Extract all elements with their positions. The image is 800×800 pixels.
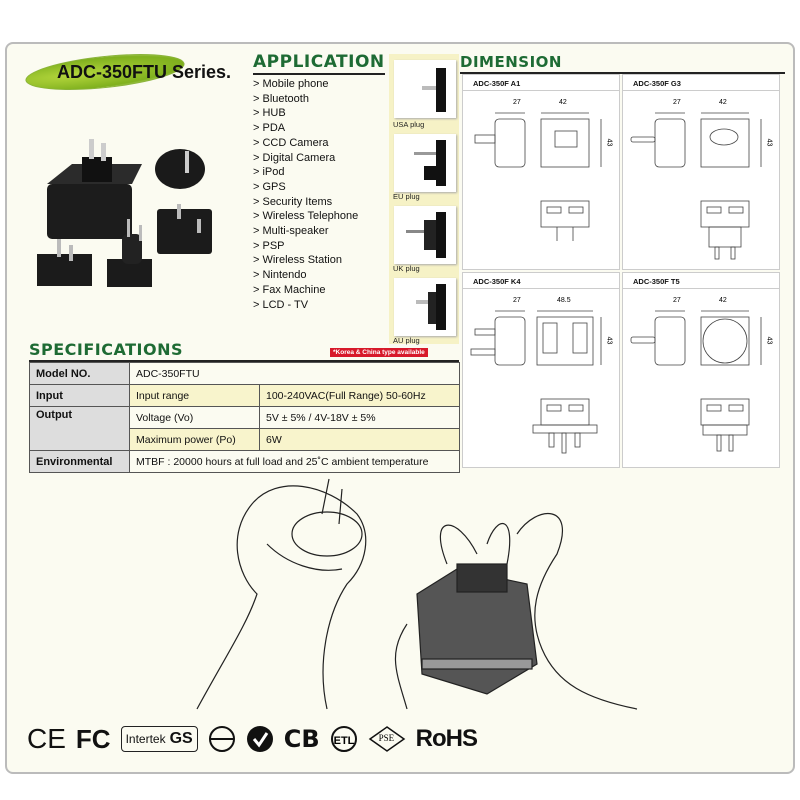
list-item: > Mobile phone bbox=[253, 78, 329, 90]
row-label: Input bbox=[29, 384, 130, 407]
model-label: ADC-350F A1 bbox=[463, 75, 619, 91]
series-title: ADC-350FTU Series. bbox=[23, 47, 231, 97]
height-label: 43 bbox=[605, 336, 613, 345]
cell-value: 5V ± 5% / 4V-18V ± 5% bbox=[259, 406, 460, 429]
depth-label: 27 bbox=[513, 99, 521, 106]
list-item: > HUB bbox=[253, 107, 286, 120]
model-label: ADC-350F K4 bbox=[463, 273, 619, 289]
specifications-heading: SPECIFICATIONS bbox=[29, 340, 459, 362]
usa-plug-image bbox=[394, 60, 456, 118]
dimension-box-k4: ADC-350F K4 27 48.5 43 bbox=[462, 272, 620, 468]
cb-mark: CB bbox=[283, 725, 320, 753]
list-item: > GPS bbox=[253, 180, 286, 193]
list-item: > LCD - TV bbox=[253, 298, 309, 311]
list-item: > Wireless Station bbox=[253, 254, 342, 267]
height-label: 43 bbox=[765, 336, 773, 345]
pse-text: PSE bbox=[378, 733, 395, 743]
depth-label: 27 bbox=[513, 297, 521, 304]
list-item: > Multi-speaker bbox=[253, 225, 329, 238]
list-item: > Security Items bbox=[253, 195, 333, 208]
width-label: 42 bbox=[559, 99, 567, 106]
plug-label: USA plug bbox=[393, 120, 425, 129]
eu-plug-image bbox=[394, 134, 456, 192]
cell-value: 6W bbox=[259, 428, 460, 451]
t5-drawing bbox=[630, 310, 762, 452]
row-label: Output bbox=[29, 406, 130, 451]
cell-label: Input range bbox=[129, 384, 260, 407]
dimension-box-t5: ADC-350F T5 27 42 43 bbox=[622, 272, 780, 468]
cell-value: ADC-350FTU bbox=[129, 362, 460, 385]
table-row: Model NO.ADC-350FTU bbox=[29, 362, 460, 385]
ce-mark: CE bbox=[27, 723, 66, 754]
width-label: 42 bbox=[719, 297, 727, 304]
gs-text: GS bbox=[169, 730, 193, 747]
application-list: > Mobile phone > Bluetooth > HUB > PDA >… bbox=[253, 77, 358, 312]
rohs-mark: RoHS bbox=[415, 725, 478, 752]
datasheet-frame: ADC-350FTU Series. APPLICATION > Mobile … bbox=[5, 42, 795, 774]
list-item: > Bluetooth bbox=[253, 92, 309, 105]
pse-mark: PSE bbox=[368, 725, 406, 753]
cell-label: Maximum power (Po) bbox=[129, 428, 260, 451]
fcc-mark: FC bbox=[75, 723, 111, 754]
height-label: 43 bbox=[605, 138, 613, 147]
a1-drawing bbox=[474, 112, 602, 241]
availability-badge: *Korea & China type available bbox=[330, 348, 428, 357]
cell-label: Voltage (Vo) bbox=[129, 406, 260, 429]
title-text: ADC-350FTU Series. bbox=[57, 62, 232, 82]
hands-illustration bbox=[196, 478, 638, 710]
width-label: 48.5 bbox=[557, 297, 571, 304]
table-row: Maximum power (Po)6W bbox=[30, 428, 460, 451]
au-plug-image bbox=[394, 278, 456, 336]
list-item: > CCD Camera bbox=[253, 136, 329, 149]
model-label: ADC-350F T5 bbox=[623, 273, 779, 289]
application-heading: APPLICATION bbox=[253, 52, 385, 75]
etl-mark-icon: ETL bbox=[330, 726, 357, 752]
c-tick-mark-icon bbox=[246, 726, 273, 752]
list-item: > PSP bbox=[253, 239, 285, 252]
list-item: > PDA bbox=[253, 122, 286, 135]
depth-label: 27 bbox=[673, 99, 681, 106]
intertek-text: Intertek bbox=[125, 732, 166, 746]
cell-value: 100-240VAC(Full Range) 50-60Hz bbox=[259, 384, 460, 407]
list-item: > Digital Camera bbox=[253, 151, 336, 164]
plug-label: UK plug bbox=[393, 264, 420, 273]
uk-plug-image bbox=[394, 206, 456, 264]
dimension-box-a1: ADC-350F A1 27 42 43 bbox=[462, 74, 620, 270]
adapter-product-photo bbox=[37, 139, 212, 287]
width-label: 42 bbox=[719, 99, 727, 106]
list-item: > iPod bbox=[253, 166, 285, 179]
k4-drawing bbox=[470, 310, 602, 454]
cell-value: MTBF : 20000 hours at full load and 25˚C… bbox=[129, 450, 460, 473]
plug-panel: USA plug EU plug UK plug AU plug bbox=[389, 54, 459, 345]
height-label: 43 bbox=[765, 138, 773, 147]
plug-label: EU plug bbox=[393, 192, 420, 201]
g3-drawing bbox=[630, 112, 762, 260]
list-item: > Wireless Telephone bbox=[253, 210, 359, 223]
model-label: ADC-350F G3 bbox=[623, 75, 779, 91]
svg-text:ETL: ETL bbox=[333, 735, 354, 747]
row-label: Environmental bbox=[29, 450, 130, 473]
list-item: > Nintendo bbox=[253, 269, 307, 282]
depth-label: 27 bbox=[673, 297, 681, 304]
row-label: Model NO. bbox=[29, 362, 130, 385]
dimension-box-g3: ADC-350F G3 27 42 43 bbox=[622, 74, 780, 270]
plug-label: AU plug bbox=[393, 336, 420, 345]
dimension-heading: DIMENSION bbox=[460, 53, 785, 74]
gost-mark-icon bbox=[208, 726, 235, 752]
list-item: > Fax Machine bbox=[253, 283, 326, 296]
